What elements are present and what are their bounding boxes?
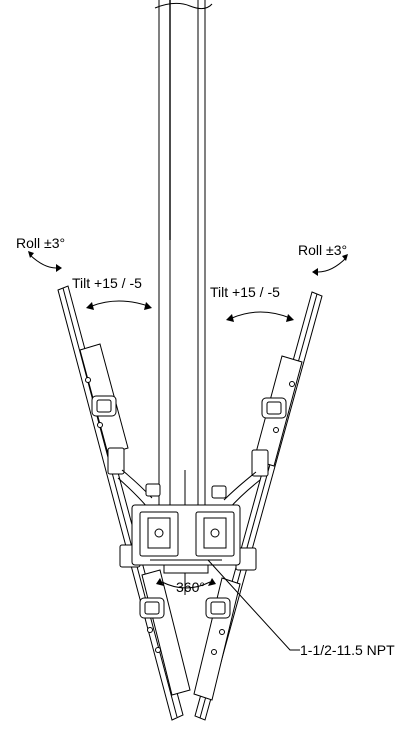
thread-leader-line bbox=[207, 559, 300, 651]
tilt-right-label: Tilt +15 / -5 bbox=[210, 284, 280, 300]
right-bracket bbox=[205, 381, 295, 655]
rotation-label: 360° bbox=[176, 579, 205, 595]
thread-label: 1-1/2-11.5 NPT bbox=[300, 642, 395, 658]
rotation-arrow bbox=[156, 578, 216, 589]
mount-pole bbox=[154, 0, 213, 595]
tilt-left-arrow bbox=[86, 300, 152, 310]
tilt-left-label: Tilt +15 / -5 bbox=[72, 275, 142, 291]
center-coupling bbox=[131, 504, 241, 574]
roll-right-arrow bbox=[312, 254, 348, 276]
roll-left-arrow bbox=[28, 251, 62, 272]
roll-right-label: Roll ±3° bbox=[298, 242, 347, 258]
roll-left-label: Roll ±3° bbox=[16, 235, 65, 251]
tilt-right-arrow bbox=[226, 311, 294, 322]
